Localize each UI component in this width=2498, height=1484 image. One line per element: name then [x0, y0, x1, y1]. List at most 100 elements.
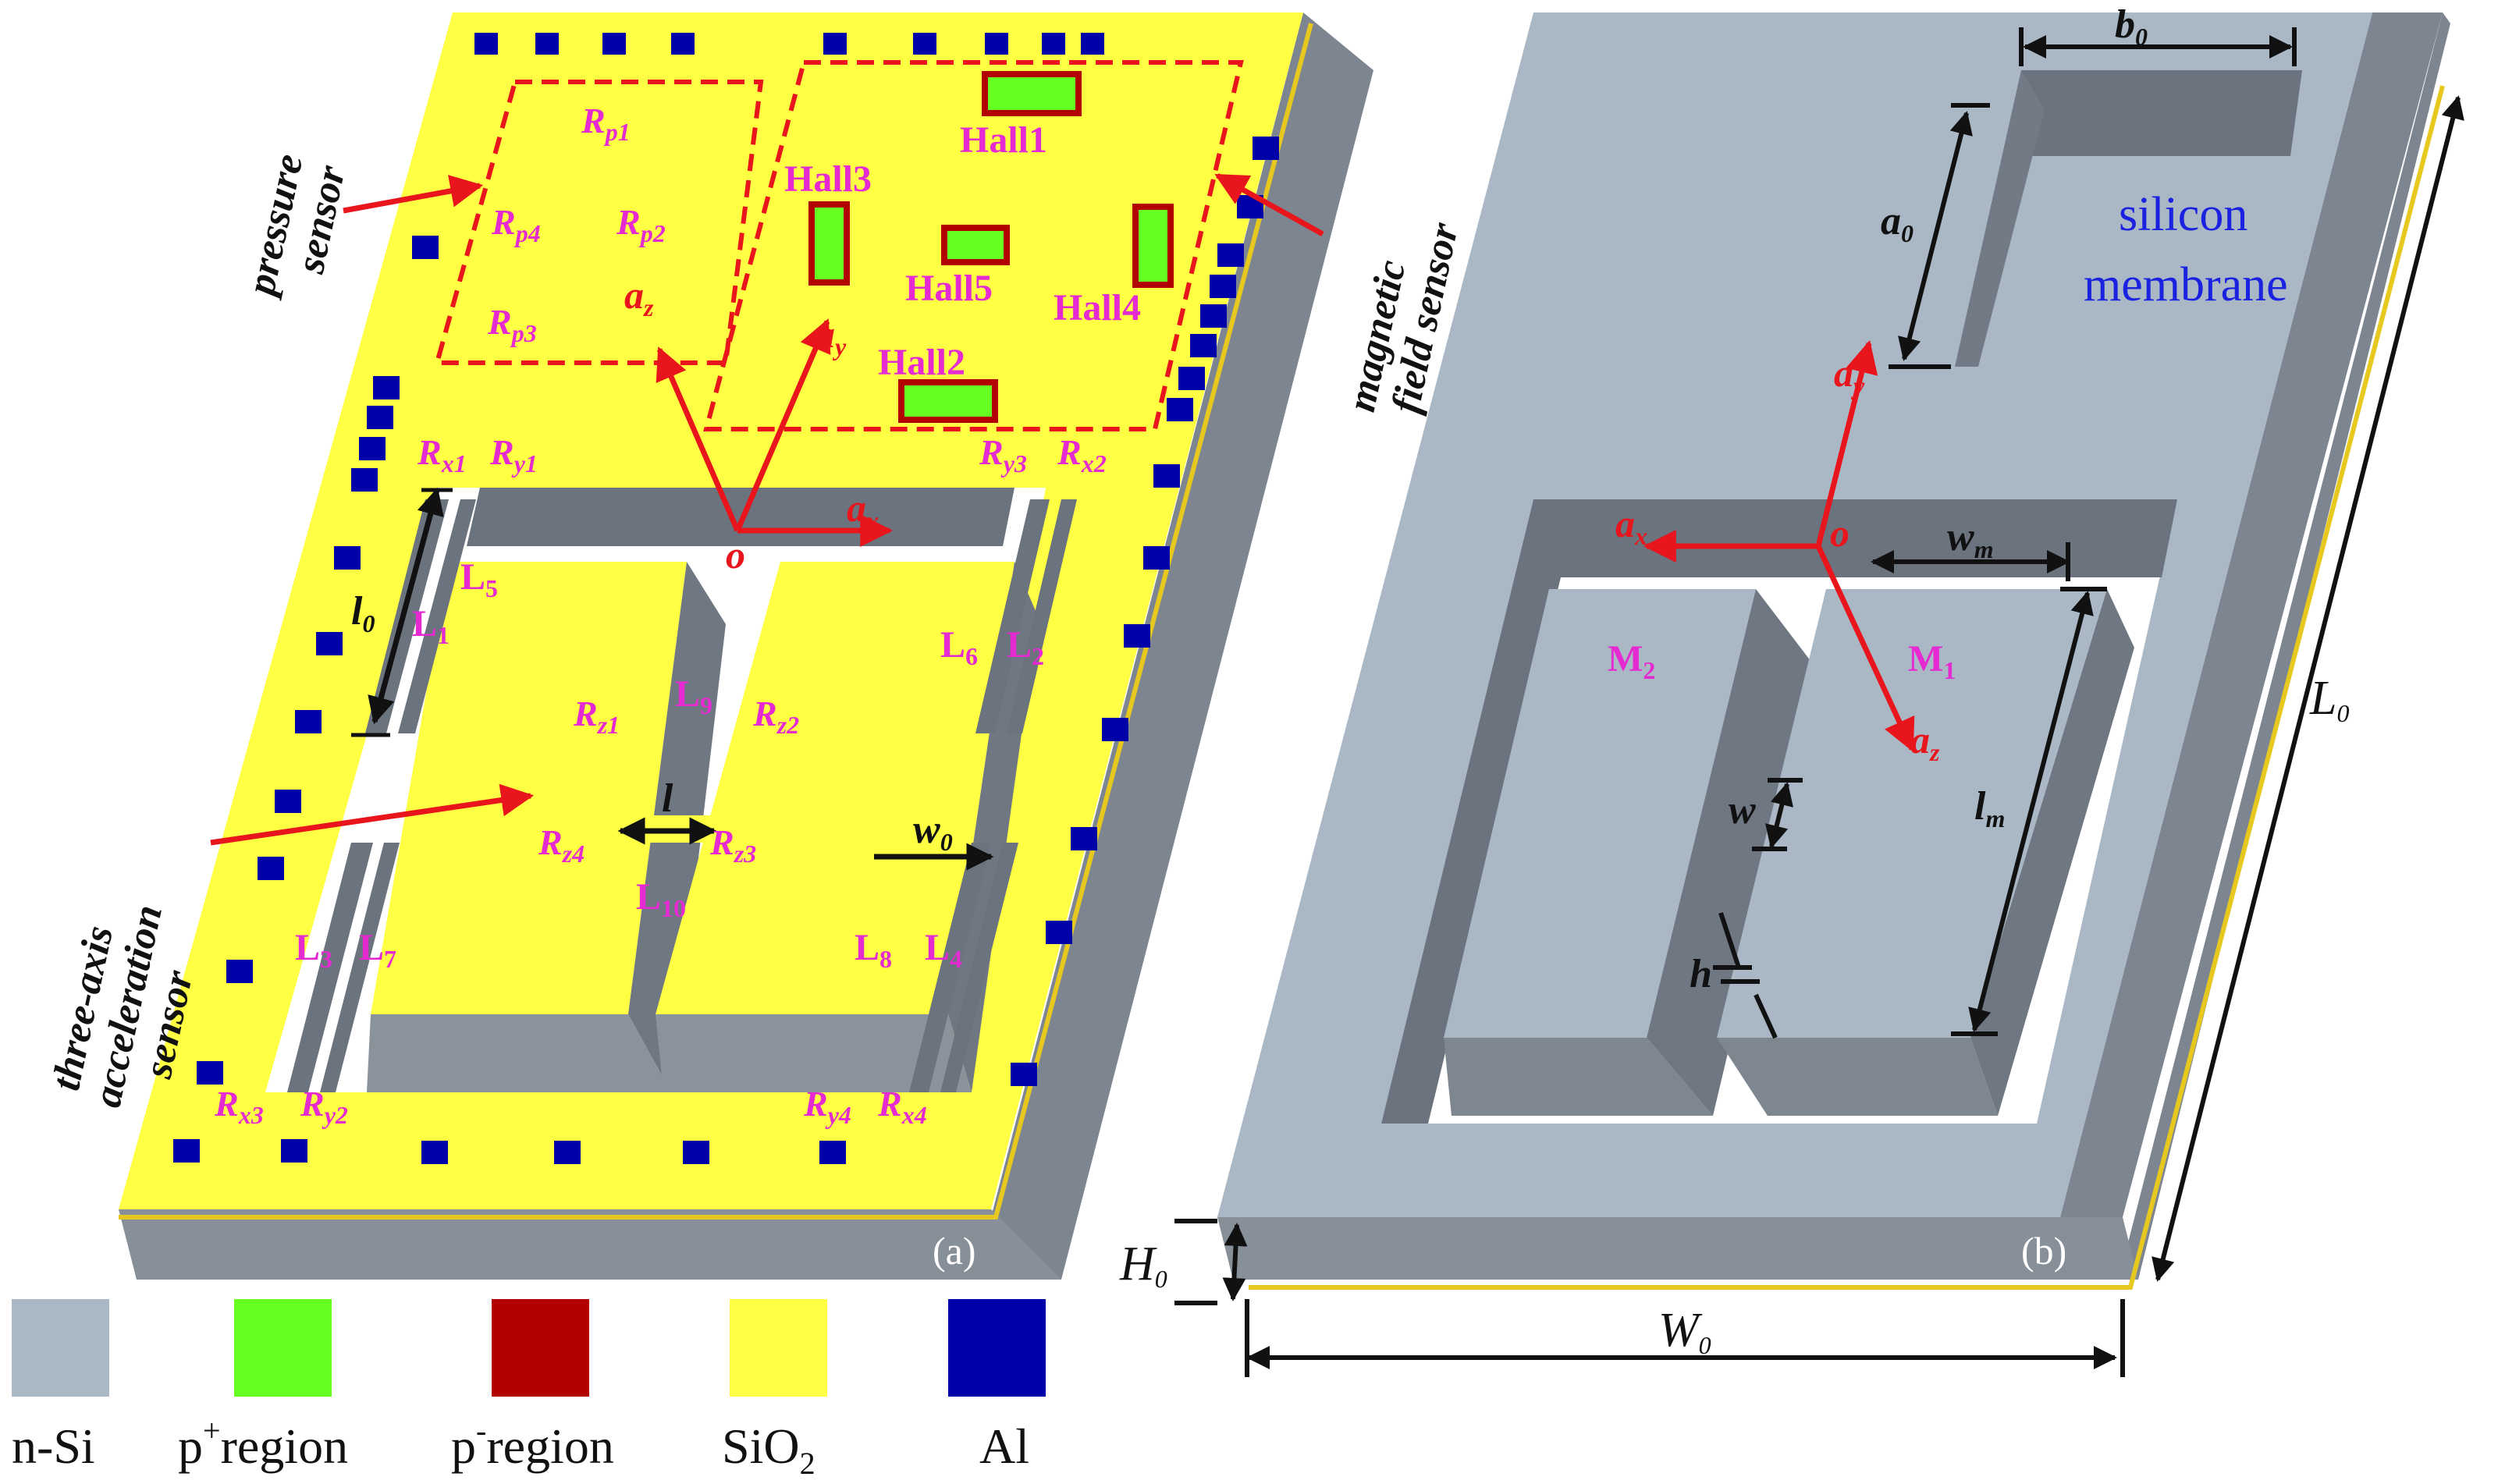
label-wm: wm	[1947, 515, 1994, 563]
label-w: w	[1729, 788, 1756, 833]
label-ax-b: ax	[1615, 502, 1647, 550]
label-hall3: Hall3	[784, 158, 872, 200]
mass-m1-front	[1717, 1038, 1998, 1116]
axes-b	[1643, 339, 1915, 752]
label-silicon: silicon	[2119, 188, 2247, 241]
panel-b-label: (b)	[2021, 1229, 2066, 1273]
chip-a-front-side	[119, 1209, 1061, 1280]
axes-a	[656, 318, 894, 547]
legend-label-sio2: SiO2	[722, 1418, 815, 1481]
label-ry1: Ry1	[489, 432, 538, 478]
label-membrane: membrane	[2084, 258, 2288, 311]
label-L0: L0	[2309, 672, 2349, 727]
acceleration-callout-arrow	[210, 783, 535, 846]
label-L4: L4	[925, 927, 962, 973]
label-rp2: Rp2	[616, 202, 666, 247]
proof-mass-right	[656, 562, 1014, 1014]
svg-text:pressure sensor: pressure sensor	[238, 140, 357, 311]
mass-m2-side	[1647, 589, 1818, 1116]
label-H0: H0	[1119, 1237, 1167, 1293]
label-L8: L8	[855, 927, 892, 973]
label-ax-a: ax	[847, 486, 879, 534]
panel-b: silicon membrane M2 M1 ax ay az o b0 a0 …	[1119, 2, 2464, 1377]
legend-swatch-n-si	[12, 1299, 109, 1397]
label-rp4: Rp4	[491, 202, 541, 247]
label-hall1: Hall1	[960, 119, 1047, 161]
label-hall5: Hall5	[905, 268, 993, 309]
proof-mass-right-side	[948, 562, 1038, 1092]
label-h: h	[1690, 952, 1712, 996]
dims-b	[1174, 27, 2464, 1377]
label-dim-l: l	[662, 776, 673, 821]
magnetic-sensor-box	[703, 60, 1244, 431]
pressure-callout-arrow	[343, 175, 484, 214]
label-m1: M1	[1908, 638, 1956, 684]
label-rx3: Rx3	[214, 1084, 264, 1129]
label-hall2: Hall2	[878, 342, 965, 383]
label-L2: L2	[1007, 624, 1044, 670]
panel-a: pressure sensor magnetic field sensor th…	[44, 12, 1467, 1280]
membrane-notch	[2009, 70, 2302, 156]
dim-l0	[368, 487, 444, 725]
label-az-a: az	[624, 273, 654, 321]
label-rx4: Rx4	[877, 1084, 927, 1129]
label-origin-a: o	[726, 533, 745, 577]
label-ry2: Ry2	[300, 1084, 348, 1129]
panel-a-label: (a)	[933, 1229, 976, 1273]
label-L7: L7	[359, 927, 396, 973]
panel-b-labels: silicon membrane M2 M1 ax ay az o b0 a0 …	[1119, 2, 2349, 1359]
label-rp1: Rp1	[581, 101, 631, 146]
label-m2: M2	[1608, 638, 1655, 684]
al-pads	[173, 33, 1279, 1164]
label-ry4: Ry4	[803, 1084, 851, 1129]
label-rx1: Rx1	[417, 432, 467, 478]
label-L6: L6	[940, 624, 978, 670]
label-L1: L1	[412, 603, 449, 649]
hall-elements	[808, 71, 1174, 423]
label-rz1: Rz1	[573, 694, 620, 739]
mass-m2-top	[1444, 589, 1756, 1038]
label-dim-w0: w0	[913, 808, 953, 856]
proof-mass-right-front	[656, 1014, 972, 1092]
label-L3: L3	[295, 927, 332, 973]
label-origin-b: o	[1830, 511, 1850, 555]
label-ry3: Ry3	[979, 432, 1027, 478]
membrane-notch-wall	[1955, 70, 2045, 367]
legend-swatch-sio2	[730, 1299, 827, 1397]
label-a0: a0	[1881, 199, 1913, 247]
cavity-left-wall	[1381, 499, 1561, 1124]
legend-swatch-p-plus	[234, 1299, 332, 1397]
legend-label-n-si: n-Si	[12, 1418, 95, 1474]
beams-right	[909, 499, 1077, 1092]
label-ay-a: ay	[815, 312, 847, 360]
label-ay-b: ay	[1834, 351, 1865, 399]
pressure-sensor-box	[434, 80, 764, 365]
label-rp3: Rp3	[487, 302, 537, 347]
legend-label-p-minus: p-region	[451, 1413, 614, 1474]
label-lm: lm	[1974, 784, 2005, 833]
label-az-b: az	[1910, 718, 1940, 766]
label-hall4: Hall4	[1054, 287, 1141, 328]
chip-b-front-side	[1217, 1217, 2138, 1280]
label-L9: L9	[675, 673, 712, 719]
legend: n-Si p+region p-region SiO2 Al	[12, 1299, 1046, 1481]
magnetic-callout-arrow	[1214, 172, 1324, 237]
label-rx2: Rx2	[1057, 432, 1107, 478]
mass-m2-front	[1444, 1038, 1713, 1116]
chip-a-right-side	[991, 12, 1373, 1280]
label-rz4: Rz4	[538, 822, 585, 868]
legend-swatch-p-minus	[492, 1299, 589, 1397]
sio2-edge-line	[119, 23, 1313, 1220]
proof-mass-left-front	[367, 1014, 671, 1092]
label-dim-l0: l0	[351, 589, 375, 637]
legend-label-al: Al	[979, 1418, 1029, 1474]
legend-swatch-al	[948, 1299, 1046, 1397]
label-W0: W0	[1658, 1304, 1711, 1359]
legend-label-p-plus: p+region	[178, 1413, 348, 1474]
label-rz3: Rz3	[709, 822, 756, 868]
label-L5: L5	[460, 556, 498, 602]
label-L10: L10	[636, 876, 686, 922]
label-b0: b0	[2115, 2, 2148, 51]
label-rz2: Rz2	[752, 694, 799, 739]
